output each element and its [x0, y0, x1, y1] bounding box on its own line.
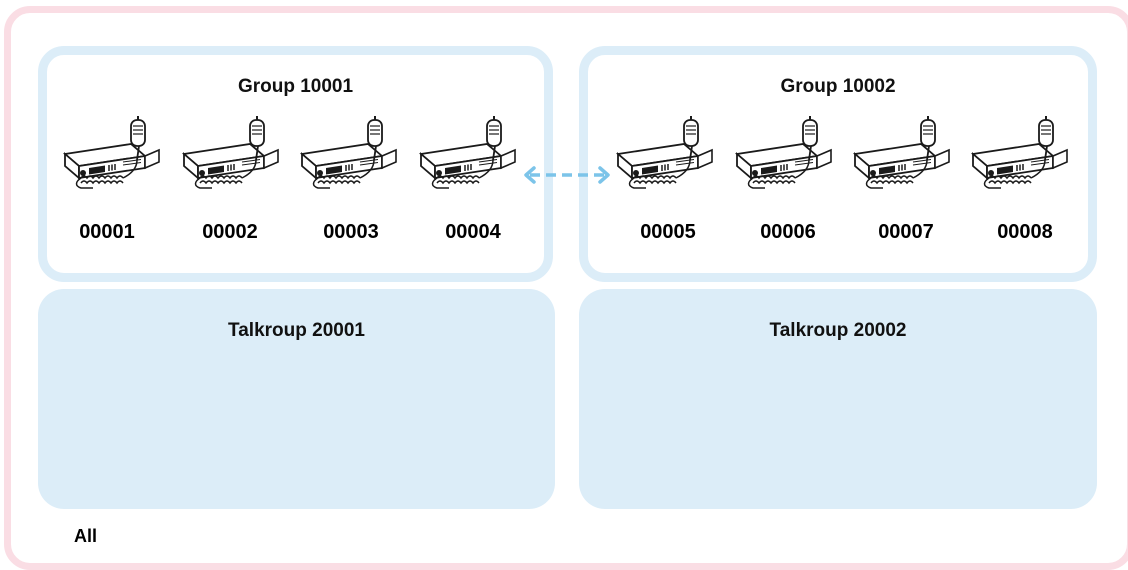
- radio-id-label: 00006: [760, 221, 816, 243]
- mobile-radio-icon: [614, 116, 722, 192]
- radio-id-label: 00005: [640, 221, 696, 243]
- all-scope-label: All: [74, 526, 98, 546]
- mobile-radio-icon: [61, 116, 169, 192]
- talkgroup-box-20001: [38, 289, 555, 509]
- radio-id-label: 00004: [445, 221, 501, 243]
- mobile-radio-icon: [969, 116, 1077, 192]
- mobile-radio-icon: [180, 116, 288, 192]
- mobile-radio-icon: [417, 116, 525, 192]
- group-title-10001: Group 10001: [237, 76, 354, 97]
- radio-id-label: 00002: [202, 221, 258, 243]
- talkgroup-box-20002: [579, 289, 1097, 509]
- talkgroup-title-20002: Talkroup 20002: [769, 320, 907, 341]
- radio-id-label: 00007: [878, 221, 934, 243]
- talkgroup-title-20001: Talkroup 20001: [228, 320, 365, 341]
- group-title-10002: Group 10002: [780, 76, 896, 97]
- mobile-radio-icon: [733, 116, 841, 192]
- mobile-radio-icon: [851, 116, 959, 192]
- double-arrow-icon: [524, 166, 610, 184]
- mobile-radio-icon: [298, 116, 406, 192]
- radio-id-label: 00008: [997, 221, 1053, 243]
- radio-id-label: 00003: [323, 221, 379, 243]
- radio-id-label: 00001: [79, 221, 135, 243]
